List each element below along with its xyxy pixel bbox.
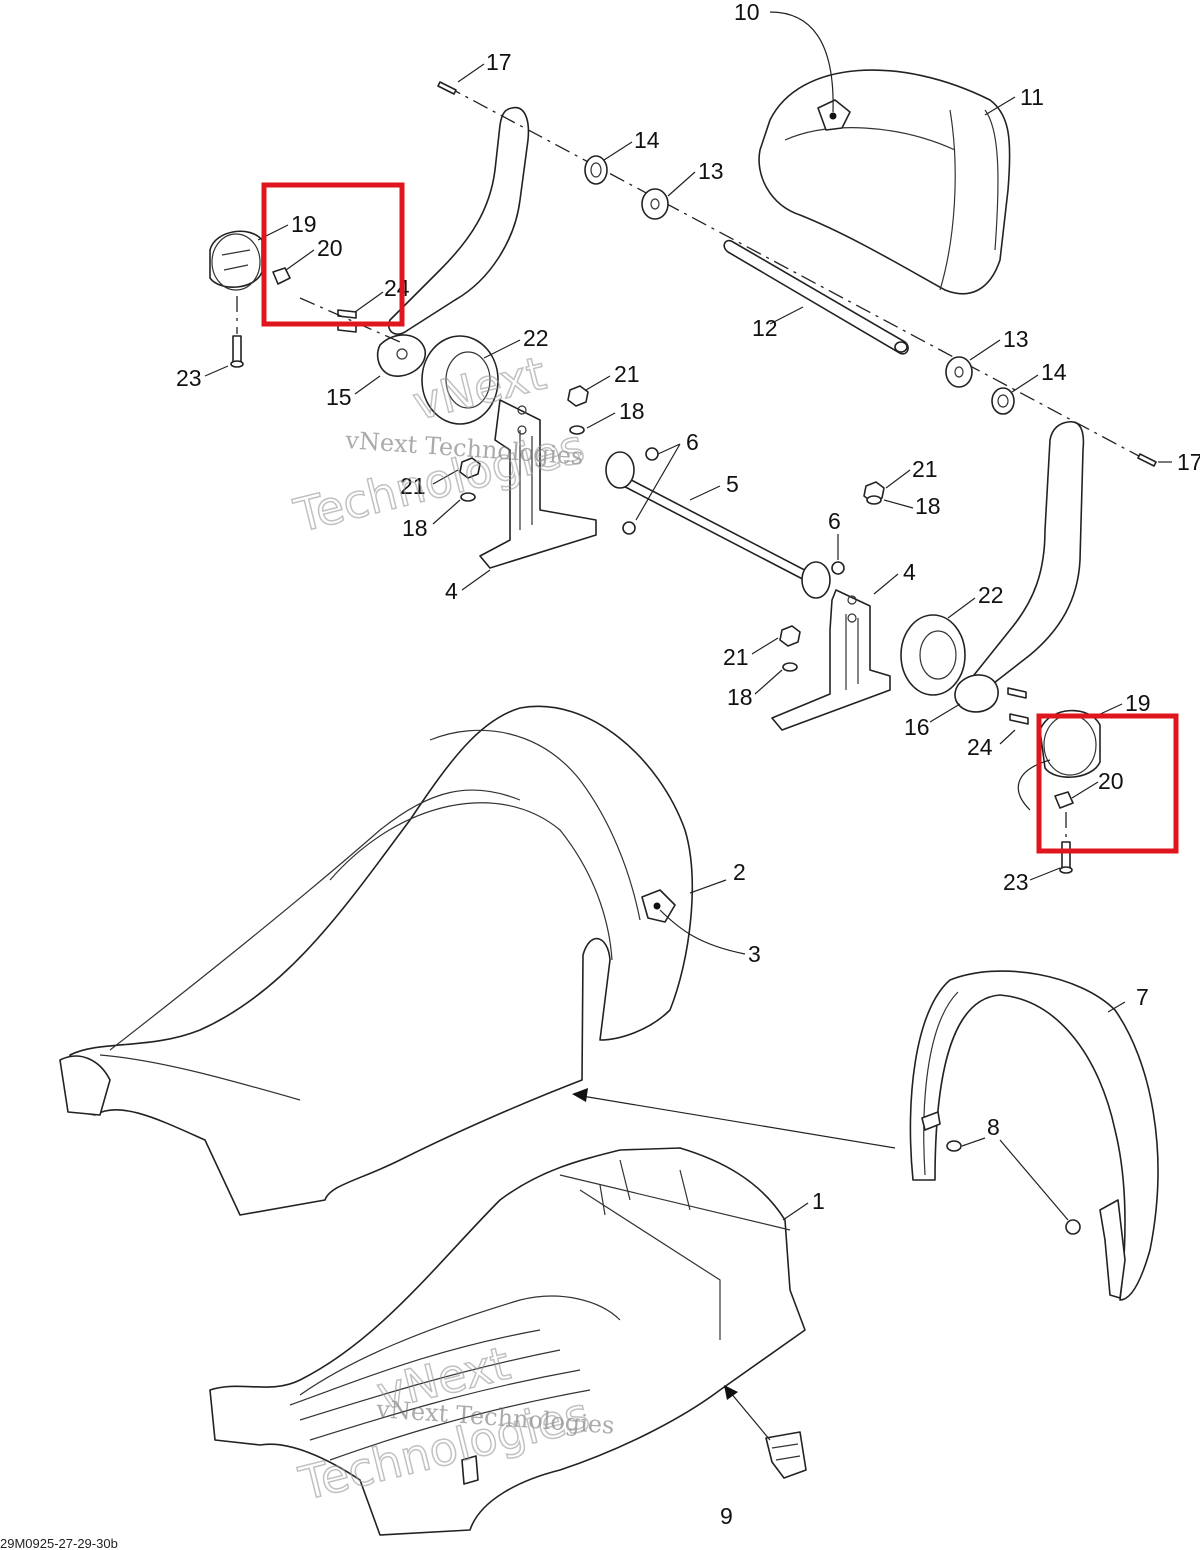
nut-20-left (272, 267, 291, 285)
callout-3: 3 (748, 941, 761, 967)
seat-part-2 (59, 705, 693, 1216)
callout-1: 1 (812, 1188, 825, 1214)
rivet-8-a (946, 1140, 962, 1152)
callout-11: 11 (1020, 84, 1044, 110)
washer-18-d (782, 662, 798, 672)
seat-to-base-arrow (572, 1088, 896, 1149)
washer-18-a (569, 425, 585, 435)
callout-14-top: 14 (634, 127, 660, 153)
callout-19-left: 19 (291, 211, 317, 237)
pins-24-right (1007, 687, 1029, 725)
callout-18-top: 18 (619, 398, 645, 424)
callout-7: 7 (1136, 984, 1149, 1010)
callout-24-right: 24 (967, 734, 993, 760)
callout-2: 2 (733, 859, 746, 885)
spacer-14-top (584, 155, 608, 185)
assembly-axis-line (445, 85, 1151, 463)
leader-lines (204, 11, 1172, 1221)
callout-15: 15 (326, 384, 352, 410)
clip-part-9 (765, 1431, 807, 1479)
washer-18-c (866, 495, 882, 505)
callout-19-right: 19 (1125, 690, 1151, 716)
clip-to-base-arrow (724, 1385, 771, 1441)
callout-8: 8 (987, 1114, 1000, 1140)
callout-17-right: 17 (1177, 449, 1200, 475)
callout-13-top: 13 (698, 158, 724, 184)
nut-21-b (459, 457, 481, 479)
nut-21-d (779, 625, 801, 647)
bushing-6-a (622, 447, 659, 535)
highlight-box-left (261, 182, 405, 327)
trim-cover-part-7 (909, 970, 1159, 1301)
screw-23-left (230, 296, 244, 368)
friction-disc-22-right (900, 614, 966, 696)
callout-21-mid: 21 (912, 456, 938, 482)
callout-numbers: 10 11 17 14 13 19 20 24 22 12 13 14 23 1… (176, 0, 1200, 1529)
callout-6-mid: 6 (828, 508, 841, 534)
bushing-6-b (831, 561, 845, 575)
washer-13-top (641, 188, 669, 220)
nut-20-right (1054, 791, 1074, 809)
washer-13-right (945, 356, 973, 388)
seat-base-part-1 (209, 1147, 806, 1536)
bolt-17-right (1137, 453, 1157, 467)
callout-10: 10 (734, 0, 760, 25)
backrest-part-11 (758, 69, 1011, 295)
callout-20-right: 20 (1098, 768, 1124, 794)
tube-part-12 (723, 239, 909, 355)
callout-22-left: 22 (523, 325, 549, 351)
callout-18-low: 18 (727, 684, 753, 710)
shaft-part-5 (605, 451, 831, 599)
callout-6-top: 6 (686, 429, 699, 455)
nut-21-a (567, 385, 589, 407)
callout-4-left: 4 (445, 578, 458, 604)
callout-4-right: 4 (903, 559, 916, 585)
callout-14-right: 14 (1041, 359, 1067, 385)
callout-5: 5 (726, 471, 739, 497)
callout-12: 12 (752, 315, 778, 341)
knob-19-left (209, 230, 263, 291)
knob-19-right (1039, 709, 1101, 778)
washer-18-b (460, 492, 476, 502)
friction-disc-22-left (421, 335, 499, 425)
callout-23-right: 23 (1003, 869, 1029, 895)
callout-21-top: 21 (614, 361, 640, 387)
callout-24-left: 24 (384, 275, 410, 301)
highlight-box-right (1036, 713, 1179, 854)
right-bracket-arm (954, 421, 1085, 713)
callout-13-right: 13 (1003, 326, 1029, 352)
callout-20-left: 20 (317, 235, 343, 261)
callout-23-left: 23 (176, 365, 202, 391)
spacer-14-right (991, 387, 1015, 415)
callout-21-low: 21 (723, 644, 749, 670)
callout-21-left: 21 (400, 473, 426, 499)
rivet-8-b (1065, 1219, 1081, 1235)
callout-22-right: 22 (978, 582, 1004, 608)
bolt-17-left (437, 81, 457, 95)
mount-bracket-4-right (771, 589, 891, 731)
callout-18-left: 18 (402, 515, 428, 541)
callout-18-mid: 18 (915, 493, 941, 519)
pins-24-left (299, 297, 401, 343)
figure-code: 29M0925-27-29-30b (0, 1536, 118, 1550)
callout-9: 9 (720, 1503, 733, 1529)
callout-17-top: 17 (486, 49, 512, 75)
mount-bracket-4-left (479, 399, 597, 569)
screw-23-right (1059, 812, 1073, 874)
callout-16: 16 (904, 714, 930, 740)
